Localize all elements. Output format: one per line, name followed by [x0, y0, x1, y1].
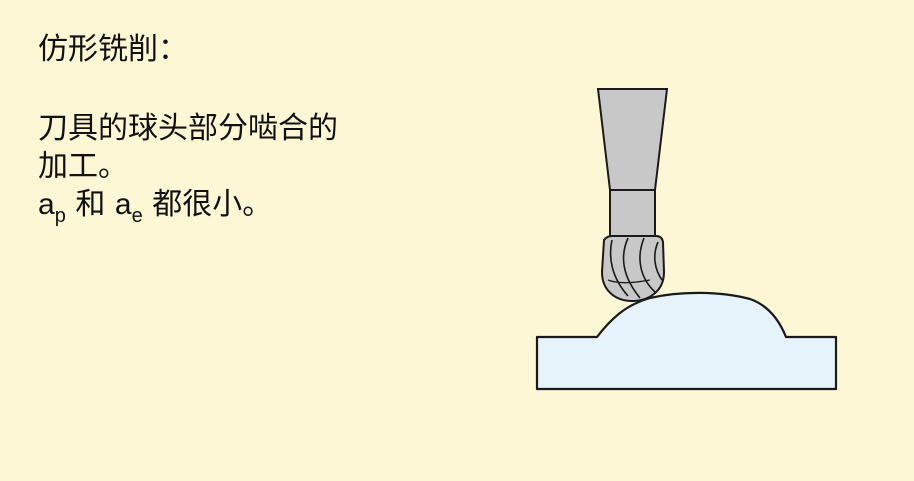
description: 刀具的球头部分啮合的 加工。 ap 和 ae 都很小。 [38, 110, 338, 235]
description-line-1: 刀具的球头部分啮合的 [38, 111, 338, 146]
and-text: 和 [65, 187, 115, 222]
ap-symbol: ap [38, 188, 66, 227]
ae-symbol: ae [114, 188, 143, 227]
page-title: 仿形铣削： [38, 32, 188, 67]
description-line-3: ap 和 ae 都很小。 [38, 186, 338, 235]
ball-nose-end-mill-icon [596, 88, 669, 303]
rest-text: 都很小。 [142, 187, 273, 222]
workpiece-icon [535, 291, 838, 391]
description-line-2: 加工。 [38, 149, 128, 184]
